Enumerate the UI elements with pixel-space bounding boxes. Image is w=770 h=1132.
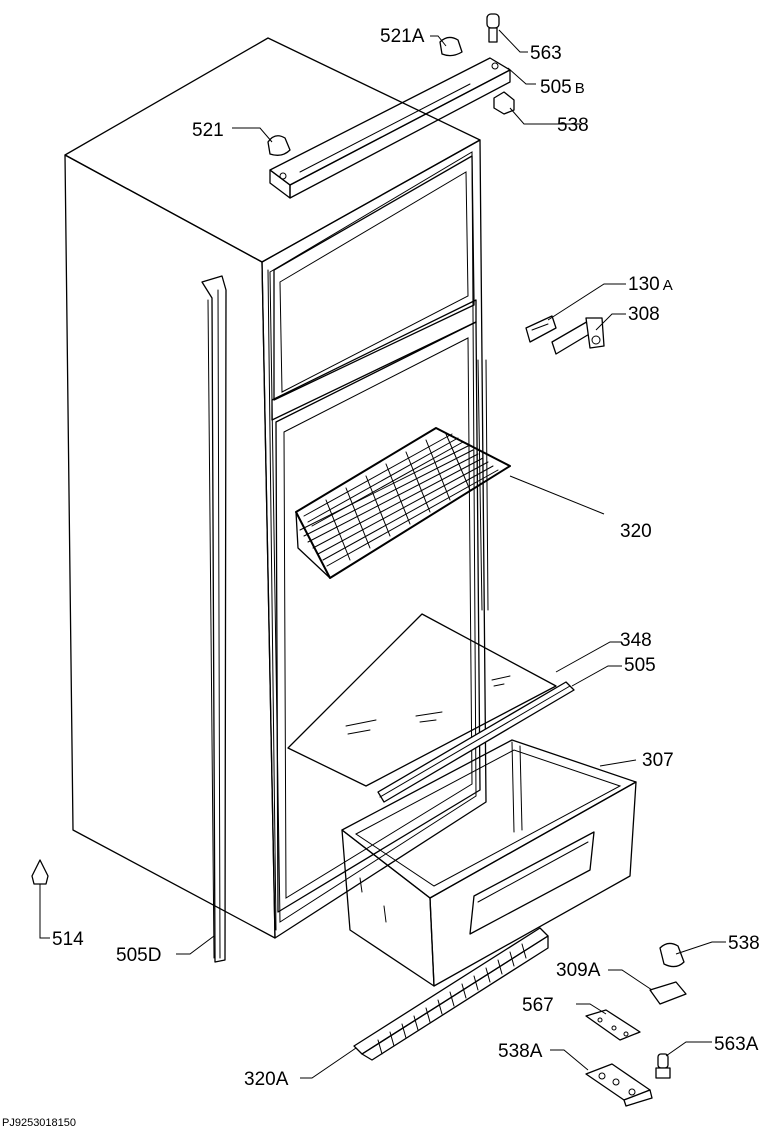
label-308: 308 xyxy=(628,304,660,325)
label-521A: 521A xyxy=(380,26,425,47)
hinge-pin-563A xyxy=(655,1053,671,1079)
label-320: 320 xyxy=(620,521,652,542)
shelf-trim-505 xyxy=(377,681,575,803)
label-521: 521 xyxy=(192,120,224,141)
bushing-538-bottom xyxy=(659,942,685,968)
door-gasket-505D xyxy=(201,275,227,963)
refrigerator-cabinet xyxy=(64,37,489,939)
cover-cap-521 xyxy=(267,135,291,156)
middle-hinge-308 xyxy=(551,317,605,355)
hinge-plate-130A xyxy=(525,315,557,343)
label-538-top: 538 xyxy=(557,115,589,136)
label-567: 567 xyxy=(522,995,554,1016)
label-514: 514 xyxy=(52,929,84,950)
crisper-drawer-307 xyxy=(341,739,637,987)
glass-shelf-348 xyxy=(287,613,557,787)
vent-grille-320A xyxy=(353,927,549,1061)
cover-cap-521A xyxy=(439,36,463,57)
bushing-538-top xyxy=(493,91,515,115)
reference-code: PJ9253018150 xyxy=(2,1117,76,1129)
hinge-plate-567 xyxy=(585,1009,641,1041)
label-320A: 320A xyxy=(244,1069,289,1090)
label-348: 348 xyxy=(620,630,652,651)
label-563A: 563A xyxy=(714,1034,759,1055)
label-538-bottom: 538 xyxy=(728,933,760,954)
wire-shelf-320 xyxy=(295,427,511,579)
hinge-cover-309A xyxy=(649,981,687,1005)
label-563: 563 xyxy=(530,43,562,64)
hinge-pin-563 xyxy=(486,13,500,43)
label-307: 307 xyxy=(642,750,674,771)
label-505D: 505D xyxy=(116,945,161,966)
foot-514 xyxy=(31,859,49,885)
bottom-hinge-538A xyxy=(585,1063,653,1107)
top-hinge-bracket-505B xyxy=(269,57,511,199)
label-538A: 538A xyxy=(498,1041,543,1062)
label-309A: 309A xyxy=(556,960,601,981)
leader-lines xyxy=(39,29,726,1079)
label-505: 505 xyxy=(624,655,656,676)
